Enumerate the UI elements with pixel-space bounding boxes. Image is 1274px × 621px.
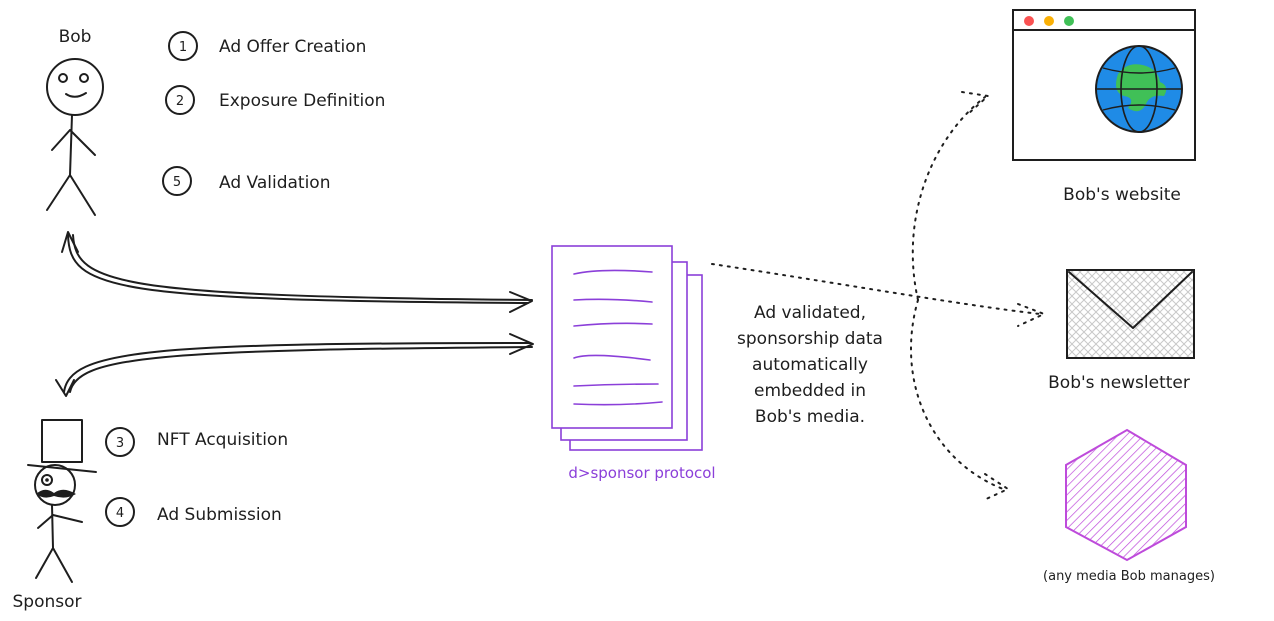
website-label: Bob's website [1063, 185, 1181, 205]
note-line-4: embedded in [754, 381, 866, 401]
bob-figure: Bob [46, 27, 104, 216]
window-minimize-dot [1044, 16, 1054, 26]
note-line-2: sponsorship data [737, 329, 883, 349]
bob-protocol-arrow [61, 231, 533, 313]
sponsor-protocol-arrow [55, 333, 534, 397]
step-2: 2 Exposure Definition [165, 85, 385, 115]
step-4-number: 4 [116, 506, 124, 521]
step-5: 5 Ad Validation [162, 166, 330, 196]
step-3: 3 NFT Acquisition [105, 427, 288, 457]
any-media-hexagon-icon: (any media Bob manages) [1043, 428, 1215, 584]
newsletter-envelope-icon: Bob's newsletter [1048, 269, 1195, 393]
any-media-label: (any media Bob manages) [1043, 569, 1215, 584]
note-line-3: automatically [752, 355, 868, 375]
window-close-dot [1024, 16, 1034, 26]
validation-note: Ad validated, sponsorship data automatic… [737, 303, 883, 427]
globe-icon [1095, 45, 1183, 133]
step-5-number: 5 [173, 175, 181, 190]
step-4: 4 Ad Submission [105, 497, 282, 527]
protocol-label: d>sponsor protocol [568, 464, 715, 482]
step-2-label: Exposure Definition [219, 91, 385, 111]
window-maximize-dot [1064, 16, 1074, 26]
step-1-label: Ad Offer Creation [219, 37, 366, 57]
note-line-1: Ad validated, [754, 303, 866, 323]
step-5-label: Ad Validation [219, 173, 330, 193]
website-browser-icon: Bob's website [1012, 9, 1196, 205]
step-2-number: 2 [176, 94, 184, 109]
step-3-number: 3 [116, 436, 124, 451]
sponsor-figure: Sponsor [12, 419, 97, 612]
newsletter-label: Bob's newsletter [1048, 373, 1190, 393]
step-3-label: NFT Acquisition [157, 430, 288, 450]
note-line-5: Bob's media. [755, 407, 865, 427]
protocol-document-stack: d>sponsor protocol [551, 245, 716, 482]
step-4-label: Ad Submission [157, 505, 282, 525]
distribution-arrows [711, 91, 1047, 501]
sponsor-label: Sponsor [12, 592, 81, 612]
bob-label: Bob [59, 27, 92, 47]
step-1-number: 1 [179, 40, 187, 55]
step-1: 1 Ad Offer Creation [168, 31, 366, 61]
